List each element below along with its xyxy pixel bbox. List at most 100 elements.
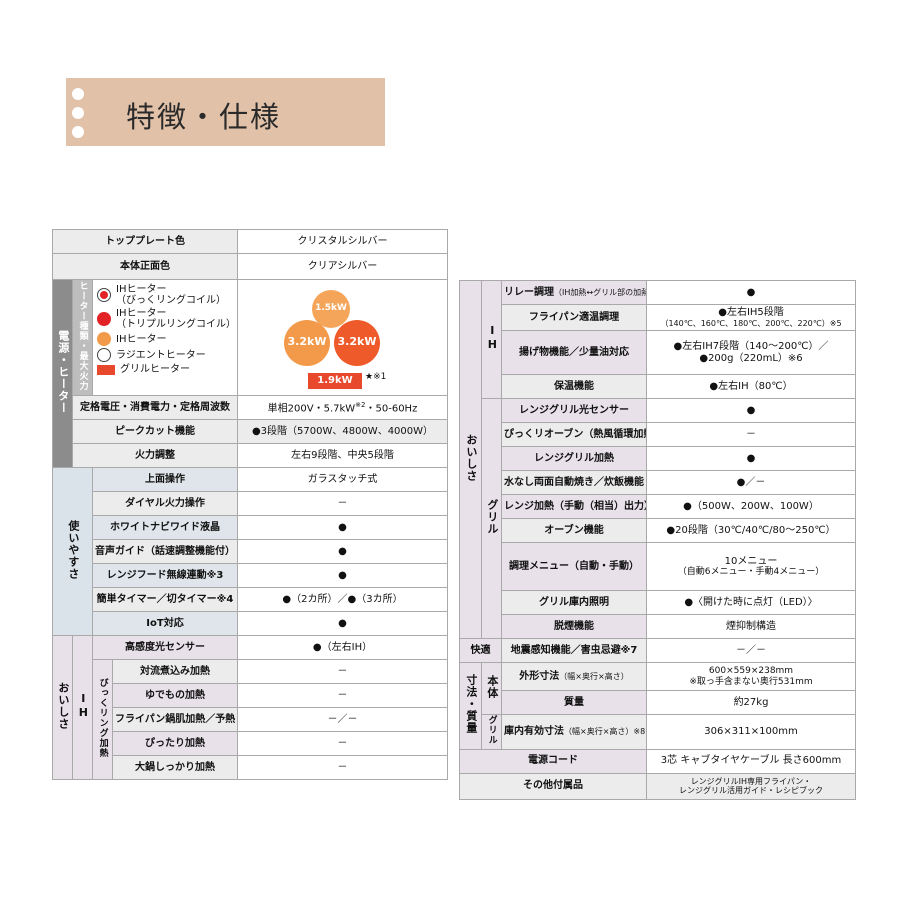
- ring-row-label: 大鍋しっかり加熱: [112, 755, 238, 780]
- grill-row-value: ●: [646, 446, 856, 471]
- grill-row-value: －: [646, 422, 856, 447]
- voltage-value: 単相200V・5.7kW※2・50-60Hz: [237, 395, 448, 420]
- use-row-label: 簡単タイマー／切タイマー※4: [92, 587, 238, 612]
- ring-row-label: フライパン鍋肌加熱／予熱: [112, 707, 238, 732]
- legend-item: ラジエントヒーター: [97, 348, 233, 362]
- use-row-value: －: [237, 491, 448, 516]
- grill-row-value: 煙抑制構造: [646, 614, 856, 639]
- grill-row-label: 脱煙機能: [501, 614, 647, 639]
- inner-size-label: 庫内有効寸法（幅×奥行×高さ）※8: [501, 714, 647, 750]
- use-row-value: ●（2カ所）／●（3カ所）: [237, 587, 448, 612]
- ih-row-value: ●: [646, 280, 856, 305]
- burner-note: ★※1: [365, 371, 387, 382]
- grill-row-value: ●20段階（30℃/40℃/80～250℃）: [646, 518, 856, 543]
- legend-item: IHヒーター （びっくリングコイル）: [97, 284, 233, 306]
- use-row-label: ホワイトナビワイド液晶: [92, 515, 238, 540]
- ih-row-value: ●左右IH5段階（140℃、160℃、180℃、200℃、220℃）※5: [646, 304, 856, 331]
- inner-size-value: 306×311×100mm: [646, 714, 856, 750]
- use-row-value: ●: [237, 515, 448, 540]
- page-title: 特徴・仕様: [126, 100, 282, 134]
- spec-table-left: トッププレート色 クリスタルシルバー 本体正面色 クリアシルバー 電源・ヒーター…: [52, 229, 448, 780]
- grill-row-value: ●〈開けた時に点灯（LED）〉: [646, 590, 856, 615]
- use-row-label: 音声ガイド（話速調整機能付）: [92, 539, 238, 564]
- ih-row-value: ●左右IH7段階（140～200℃）／●200g（220mL）※6: [646, 330, 856, 375]
- ring-coil-icon: [97, 288, 111, 302]
- use-row-value: ガラスタッチ式: [237, 467, 448, 492]
- group-ih: IH: [72, 635, 93, 780]
- group-oishisa: おいしさ: [459, 280, 482, 639]
- section-banner: 特徴・仕様: [66, 78, 385, 146]
- grill-row-label: ぴっくリオーブン（熱風循環加熱式）: [501, 422, 647, 447]
- group-grill-size: グリル: [481, 714, 502, 750]
- ring-icon: [72, 126, 84, 138]
- grill-bar-icon: [97, 364, 115, 375]
- use-row-label: ダイヤル火力操作: [92, 491, 238, 516]
- burner-top: 1.5kW: [312, 289, 350, 328]
- grill-row-label: レンジグリル光センサー: [501, 398, 647, 423]
- legend-item: IHヒーター （トリプルリングコイル）: [97, 308, 236, 330]
- outer-size-label: 外形寸法（幅×奥行×高さ）: [501, 662, 647, 691]
- red-circle-icon: [97, 312, 111, 326]
- power-adjust-value: 左右9段階、中央5段階: [237, 443, 448, 468]
- topplate-value: クリスタルシルバー: [237, 229, 448, 254]
- binder-rings: [72, 88, 86, 138]
- topplate-label: トッププレート色: [52, 229, 238, 254]
- burner-diagram: 1.5kW 3.2kW 3.2kW 1.9kW ★※1: [237, 279, 448, 396]
- group-size-mass: 寸法・質量: [459, 662, 482, 750]
- front-color-label: 本体正面色: [52, 253, 238, 280]
- sensor-label: 高感度光センサー: [92, 635, 238, 660]
- ring-row-value: －／－: [237, 707, 448, 732]
- grill-row-label: グリル庫内照明: [501, 590, 647, 615]
- legend-item: IHヒーター: [97, 332, 233, 346]
- power-cord-label: 電源コード: [459, 748, 647, 774]
- group-ih: IH: [481, 280, 502, 399]
- group-heater: 電源・ヒーター: [52, 279, 73, 468]
- ring-row-label: 対流煮込み加熱: [112, 659, 238, 684]
- mass-label: 質量: [501, 690, 647, 715]
- comfort-value: －／－: [646, 638, 856, 663]
- use-row-value: ●: [237, 611, 448, 636]
- grill-row-value: ●: [646, 398, 856, 423]
- group-heater-sub: ヒーター種類・最大火力: [72, 279, 93, 396]
- grill-row-value: ●（500W、200W、100W）: [646, 494, 856, 519]
- ih-row-label: 揚げ物機能／少量油対応: [501, 330, 647, 375]
- outer-size-value: 600×559×238mm※取っ手含まない奥行531mm: [646, 662, 856, 691]
- ring-row-label: ゆでもの加熱: [112, 683, 238, 708]
- power-cord-value: 3芯 キャブタイヤケーブル 長さ600mm: [646, 748, 856, 774]
- grill-row-value: 10メニュー（自動6メニュー・手動4メニュー）: [646, 542, 856, 591]
- group-ring-heating: びっくリング加熱: [92, 659, 113, 780]
- peakcut-label: ピークカット機能: [72, 419, 238, 444]
- grill-row-label: レンジ加熱（手動（相当）出力）: [501, 494, 647, 519]
- accessories-value: レンジグリルIH専用フライパン・レンジグリル活用ガイド・レシピブック: [646, 772, 856, 800]
- peakcut-value: ●3段階（5700W、4800W、4000W）: [237, 419, 448, 444]
- ring-row-value: －: [237, 731, 448, 756]
- use-row-value: ●: [237, 563, 448, 588]
- ih-row-label: 保温機能: [501, 374, 647, 399]
- power-adjust-label: 火力調整: [72, 443, 238, 468]
- white-circle-icon: [97, 348, 111, 362]
- use-row-label: IoT対応: [92, 611, 238, 636]
- ih-row-label: フライパン適温調理: [501, 304, 647, 331]
- ih-row-label: リレー調理（IH加熱↔グリル部の加熱）: [501, 280, 647, 305]
- orange-circle-icon: [97, 332, 111, 346]
- heater-legend: IHヒーター （びっくリングコイル） IHヒーター （トリプルリングコイル） I…: [92, 279, 238, 396]
- ring-icon: [72, 88, 84, 100]
- use-row-value: ●: [237, 539, 448, 564]
- mass-value: 約27kg: [646, 690, 856, 715]
- group-usability: 使いやすさ: [52, 467, 93, 636]
- grill-row-label: 水なし両面自動焼き／炊飯機能: [501, 470, 647, 495]
- burner-grill: 1.9kW: [308, 372, 362, 389]
- grill-row-label: レンジグリル加熱: [501, 446, 647, 471]
- ring-icon: [72, 107, 84, 119]
- spec-table-right: おいしさ IH リレー調理（IH加熱↔グリル部の加熱） ● フライパン適温調理 …: [459, 280, 856, 800]
- use-row-label: 上面操作: [92, 467, 238, 492]
- ring-row-value: －: [237, 659, 448, 684]
- grill-row-value: ●／－: [646, 470, 856, 495]
- ring-row-label: ぴったり加熱: [112, 731, 238, 756]
- group-comfort: 快適: [459, 638, 502, 663]
- ring-row-value: －: [237, 755, 448, 780]
- ih-row-value: ●左右IH（80℃）: [646, 374, 856, 399]
- group-body: 本体: [481, 662, 502, 715]
- comfort-label: 地震感知機能／害虫忌避※7: [501, 638, 647, 663]
- voltage-label: 定格電圧・消費電力・定格周波数: [72, 395, 238, 420]
